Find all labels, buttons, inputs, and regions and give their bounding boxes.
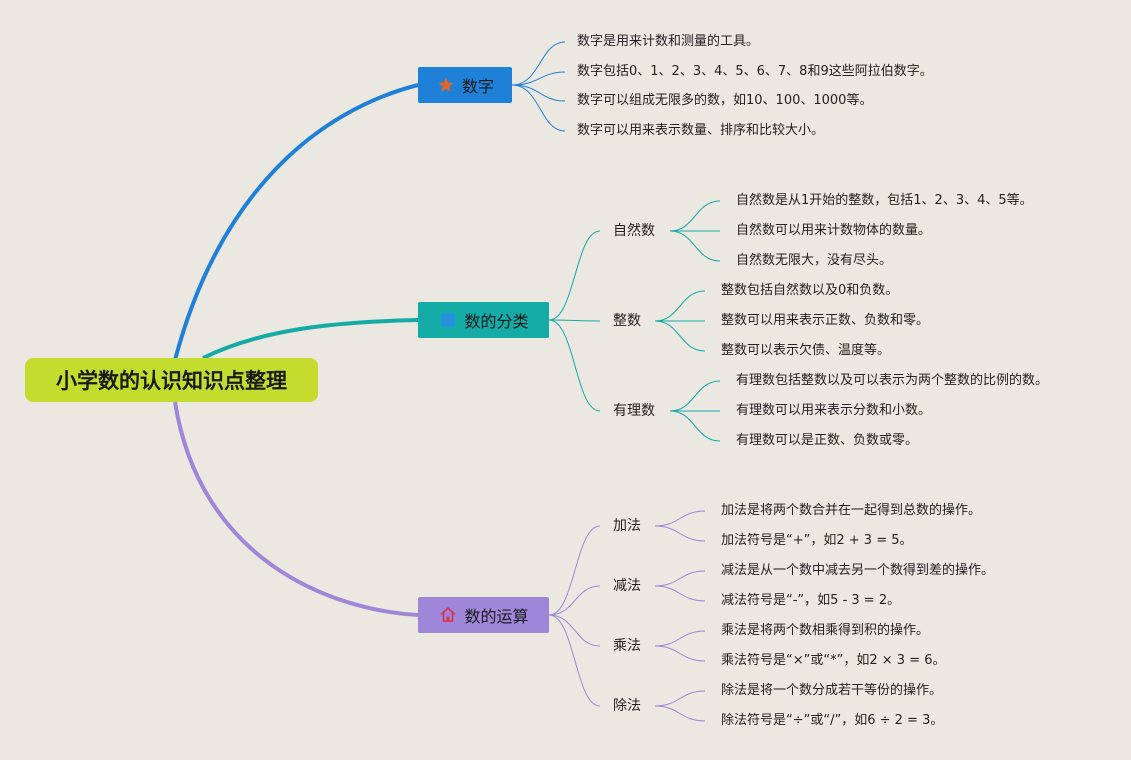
list-item: 减法是从一个数中减去另一个数得到差的操作。 — [721, 563, 995, 578]
list-item: 乘法符号是“×”或“*”，如2 × 3 = 6。 — [721, 653, 946, 668]
root-to-digits-link — [173, 83, 419, 361]
branch-operations[interactable]: 数的运算 — [418, 597, 549, 633]
list-item: 整数可以用来表示正数、负数和零。 — [721, 313, 930, 328]
list-item: 除法符号是“÷”或“/”，如6 ÷ 2 = 3。 — [721, 713, 944, 728]
root-title: 小学数的认识知识点整理 — [56, 369, 287, 393]
sub-topic-rational[interactable]: 有理数 — [613, 403, 655, 419]
square-icon — [438, 310, 458, 330]
list-item: 减法符号是“-”，如5 - 3 = 2。 — [721, 593, 901, 608]
list-item: 自然数是从1开始的整数，包括1、2、3、4、5等。 — [736, 193, 1033, 208]
list-item: 数字可以组成无限多的数，如10、100、1000等。 — [577, 93, 873, 108]
operations-sub-links — [548, 510, 706, 722]
branch-classification-label: 数的分类 — [464, 312, 529, 331]
list-item: 自然数无限大，没有尽头。 — [736, 253, 893, 268]
list-item: 自然数可以用来计数物体的数量。 — [736, 223, 932, 238]
digits-leaf-links — [511, 41, 566, 132]
list-item: 除法是将一个数分成若干等份的操作。 — [721, 683, 943, 698]
sub-topic-subtraction[interactable]: 减法 — [613, 578, 641, 594]
list-item: 整数包括自然数以及0和负数。 — [721, 283, 899, 298]
root-to-classification-link — [202, 318, 419, 360]
list-item: 数字是用来计数和测量的工具。 — [577, 34, 760, 49]
branch-operations-label: 数的运算 — [464, 607, 529, 626]
list-item: 加法是将两个数合并在一起得到总数的操作。 — [721, 503, 982, 518]
sub-topic-natural[interactable]: 自然数 — [613, 223, 655, 239]
branch-digits-label: 数字 — [461, 77, 494, 96]
list-item: 有理数包括整数以及可以表示为两个整数的比例的数。 — [736, 373, 1049, 388]
classification-sub-links — [548, 200, 721, 442]
branch-digits[interactable]: 数字 — [418, 67, 512, 103]
list-item: 数字包括0、1、2、3、4、5、6、7、8和9这些阿拉伯数字。 — [577, 64, 933, 79]
sub-topic-division[interactable]: 除法 — [613, 698, 641, 714]
list-item: 整数可以表示欠债、温度等。 — [721, 343, 891, 358]
sub-topic-multiplication[interactable]: 乘法 — [613, 638, 641, 654]
list-item: 有理数可以用来表示分数和小数。 — [736, 403, 932, 418]
branch-classification[interactable]: 数的分类 — [418, 302, 549, 338]
house-icon — [438, 605, 458, 625]
sub-topic-integer[interactable]: 整数 — [613, 313, 641, 329]
list-item: 有理数可以是正数、负数或零。 — [736, 433, 919, 448]
sub-topic-addition[interactable]: 加法 — [613, 518, 641, 534]
list-item: 数字可以用来表示数量、排序和比较大小。 — [577, 123, 825, 138]
root-topic[interactable]: 小学数的认识知识点整理 — [25, 358, 318, 402]
root-to-operations-link — [173, 401, 419, 617]
list-item: 加法符号是“+”，如2 + 3 = 5。 — [721, 533, 913, 548]
star-icon — [436, 75, 456, 95]
list-item: 乘法是将两个数相乘得到积的操作。 — [721, 623, 930, 638]
